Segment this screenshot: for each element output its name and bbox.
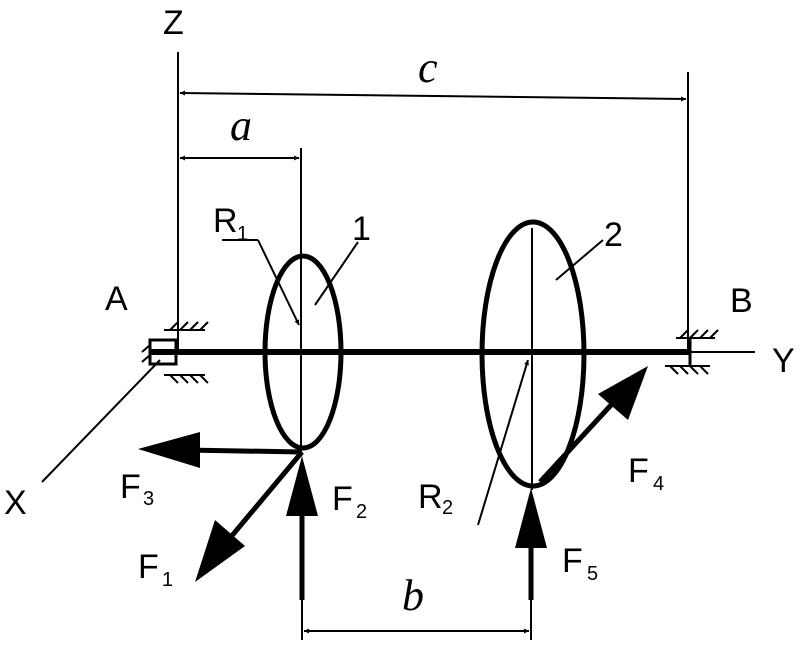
force-f4-label: F 4: [628, 452, 664, 495]
dimension-c-label: c: [418, 43, 438, 92]
gear-2: [479, 219, 587, 489]
dimension-a-label: a: [230, 101, 252, 150]
svg-text:R: R: [418, 478, 443, 516]
dimension-b-label: b: [402, 571, 424, 620]
dimension-c-arrow: [179, 90, 687, 102]
radius-2-label: R 2: [418, 478, 453, 519]
svg-text:F: F: [138, 548, 159, 586]
force-f4-arrow: [538, 402, 614, 484]
radius-2-arrow: [477, 359, 529, 526]
force-f5-label: F 5: [562, 542, 598, 585]
x-axis: [41, 359, 161, 483]
gear-1: [262, 253, 344, 451]
y-axis-label: Y: [772, 342, 795, 380]
gear-2-label: 2: [604, 216, 623, 254]
gear-1-leader: [314, 241, 359, 306]
force-f3-label: F 3: [120, 468, 154, 510]
support-a-label: A: [105, 280, 128, 318]
svg-text:R: R: [213, 202, 238, 240]
force-f1-arrow: [228, 450, 304, 540]
svg-text:F: F: [120, 468, 141, 506]
svg-text:F: F: [628, 452, 649, 490]
gear-2-leader: [555, 239, 604, 281]
support-a: [141, 321, 209, 384]
svg-text:2: 2: [356, 501, 367, 523]
radius-1-arrow: [257, 239, 300, 326]
svg-text:F: F: [562, 542, 583, 580]
svg-text:1: 1: [162, 569, 173, 591]
force-f2-label: F 2: [332, 480, 367, 523]
support-b-label: B: [730, 282, 753, 320]
gear-1-label: 1: [352, 210, 371, 248]
force-f3-arrow: [184, 447, 303, 455]
force-f1-label: F 1: [138, 548, 173, 591]
z-axis-label: Z: [163, 4, 184, 42]
svg-text:2: 2: [442, 497, 453, 519]
svg-text:4: 4: [653, 473, 664, 495]
support-b: [665, 329, 719, 375]
svg-text:5: 5: [587, 563, 598, 585]
x-axis-label: X: [4, 484, 27, 522]
radius-1-label: R 1: [213, 202, 248, 245]
svg-text:3: 3: [143, 488, 154, 510]
svg-text:F: F: [332, 480, 353, 518]
svg-text:1: 1: [237, 223, 248, 245]
